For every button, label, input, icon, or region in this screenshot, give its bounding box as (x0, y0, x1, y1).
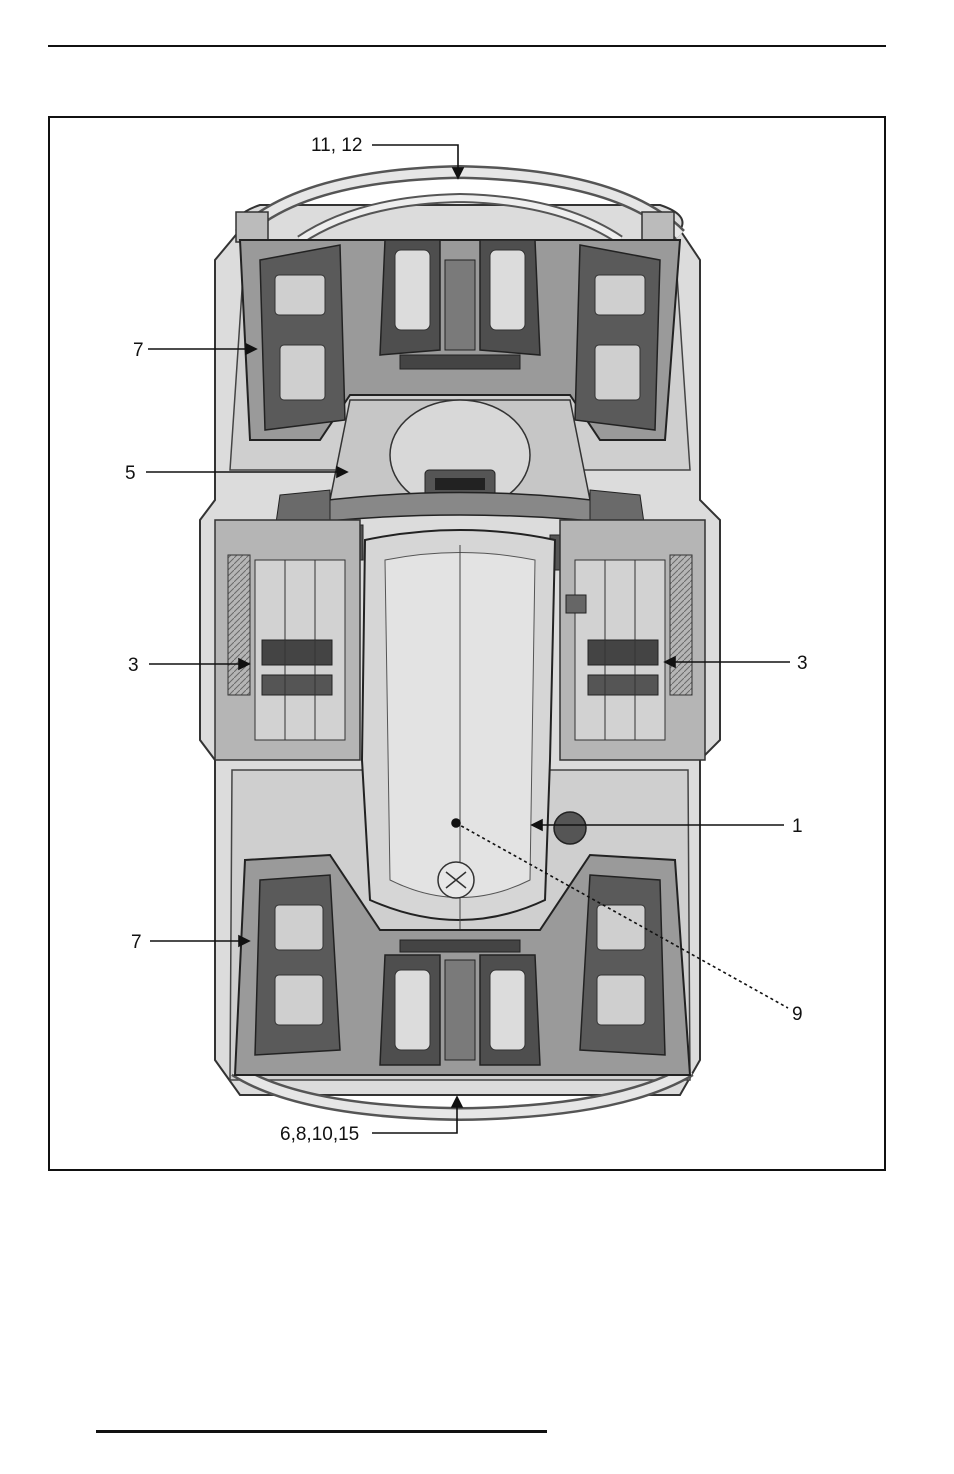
callout-label-3-right: 3 (797, 653, 808, 674)
callout-label-5: 5 (125, 463, 136, 484)
right-footwell (560, 520, 705, 760)
footer-rule (96, 1430, 547, 1433)
callout-label-6-8-10-15: 6,8,10,15 (280, 1124, 359, 1145)
callout-label-3-left: 3 (128, 655, 139, 676)
left-footwell (215, 520, 360, 760)
callout-label-7-rear: 7 (131, 932, 142, 953)
callout-label-11-12: 11, 12 (311, 135, 362, 156)
callout-label-1: 1 (792, 816, 803, 837)
callout-label-7-front: 7 (133, 340, 144, 361)
callout-label-9: 9 (792, 1004, 803, 1025)
